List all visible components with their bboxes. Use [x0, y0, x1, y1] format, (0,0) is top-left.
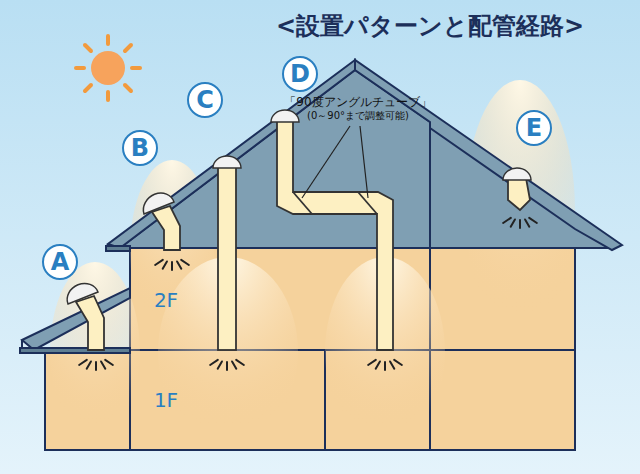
light-ray: [101, 361, 105, 368]
light-ray: [368, 360, 376, 365]
light-ray: [376, 361, 380, 368]
sun: [76, 36, 140, 100]
skylight-dome: [67, 110, 531, 304]
callout-text: 「90度アングルチューブ」: [284, 94, 431, 111]
light-ray: [226, 362, 228, 370]
pattern-letter: C: [196, 88, 214, 112]
light-ray: [210, 360, 218, 365]
floor-label: 2F: [154, 288, 178, 312]
light-rays: [79, 218, 537, 370]
pattern-circle: A: [42, 244, 78, 280]
title: <設置パターンと配管経路>: [276, 10, 584, 42]
light-ray: [511, 219, 515, 226]
light-ray: [236, 360, 244, 365]
light-ray: [155, 260, 163, 265]
pattern-letter: B: [131, 136, 149, 160]
light-ray: [232, 361, 236, 368]
light-ray: [163, 261, 167, 268]
light-ray: [529, 218, 537, 223]
light-ray: [525, 219, 529, 226]
leader-line: [302, 126, 368, 198]
roof: [20, 60, 622, 353]
light-ray: [105, 360, 113, 365]
skylight-tube: [76, 120, 530, 350]
light-ray: [79, 360, 87, 365]
light-ray: [218, 361, 222, 368]
light-ray: [95, 362, 97, 370]
pattern-letter: A: [51, 250, 70, 274]
light-ray: [519, 220, 521, 228]
light-ray: [394, 360, 402, 365]
pattern-circle: D: [282, 56, 318, 92]
light-ray: [171, 262, 173, 270]
light-ray: [390, 361, 394, 368]
pattern-letter: D: [290, 62, 310, 86]
callout-note: (0～90°まで調整可能): [307, 109, 409, 123]
light-ray: [177, 261, 181, 268]
pattern-circle: B: [122, 130, 158, 166]
floor-label: 1F: [154, 388, 178, 412]
pattern-circle: C: [187, 82, 223, 118]
pattern-letter: E: [526, 116, 542, 140]
light-ray: [181, 260, 189, 265]
light-ray: [384, 362, 386, 370]
light-ray: [87, 361, 91, 368]
pattern-circle: E: [516, 110, 552, 146]
light-ray: [503, 218, 511, 223]
